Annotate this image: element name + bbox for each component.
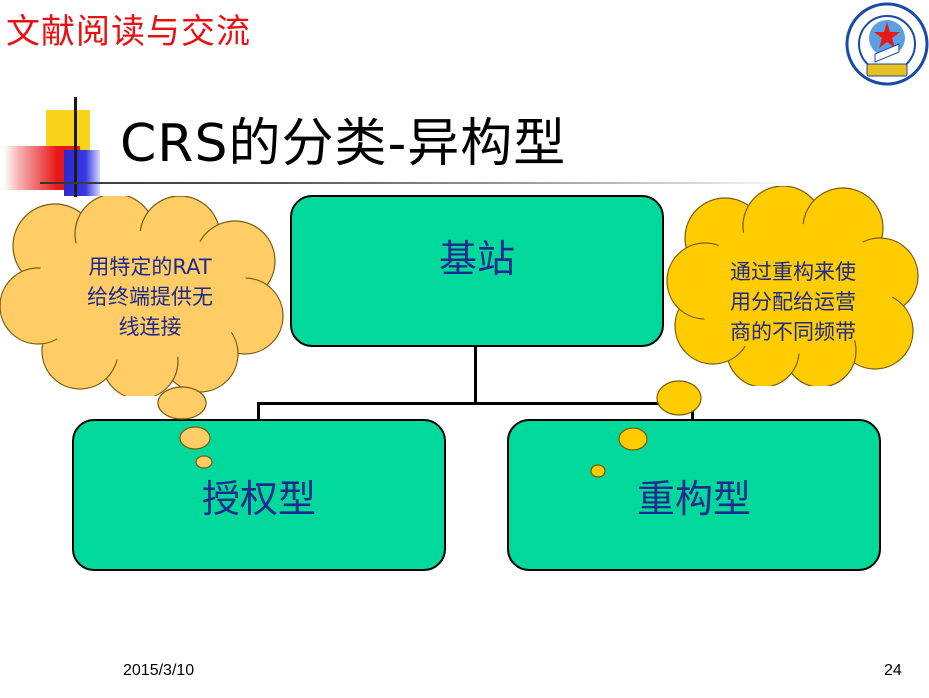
page-number: 24 <box>884 662 902 679</box>
connector-vertical-root <box>474 343 477 405</box>
footer-date: 2015/3/10 <box>123 662 195 679</box>
node-licensed-type-label: 授权型 <box>201 476 316 521</box>
connector-vertical-left <box>257 402 260 420</box>
node-reconfigurable-type-label: 重构型 <box>636 476 751 521</box>
left-callout-text: 用特定的RAT 给终端提供无 线连接 <box>40 252 260 342</box>
title-deco-blue-bar <box>64 150 100 196</box>
left-callout-line: 用特定的RAT <box>88 255 212 279</box>
node-licensed-type: 授权型 <box>72 419 446 571</box>
left-callout-line: 给终端提供无 <box>87 285 213 309</box>
right-callout-line: 通过重构来使 <box>730 260 856 284</box>
university-logo <box>845 2 929 86</box>
right-callout-line: 商的不同频带 <box>730 320 856 344</box>
node-base-station: 基站 <box>290 195 664 347</box>
right-callout-line: 用分配给运营 <box>730 290 856 314</box>
node-base-station-label: 基站 <box>438 236 515 281</box>
title-deco-vertical-line <box>74 97 77 197</box>
node-reconfigurable-type: 重构型 <box>507 419 881 571</box>
header-title: 文献阅读与交流 <box>6 12 251 52</box>
slide-title: CRS的分类-异构型 <box>120 114 567 174</box>
right-callout-text: 通过重构来使 用分配给运营 商的不同频带 <box>693 257 893 347</box>
left-thought-cloud <box>0 193 290 400</box>
left-thought-bubble-trail <box>150 385 230 475</box>
left-callout-line: 线连接 <box>118 315 182 339</box>
title-underline <box>40 182 800 184</box>
connector-horizontal <box>257 402 694 405</box>
right-thought-bubble-trail <box>585 378 710 483</box>
right-thought-cloud <box>665 185 925 388</box>
